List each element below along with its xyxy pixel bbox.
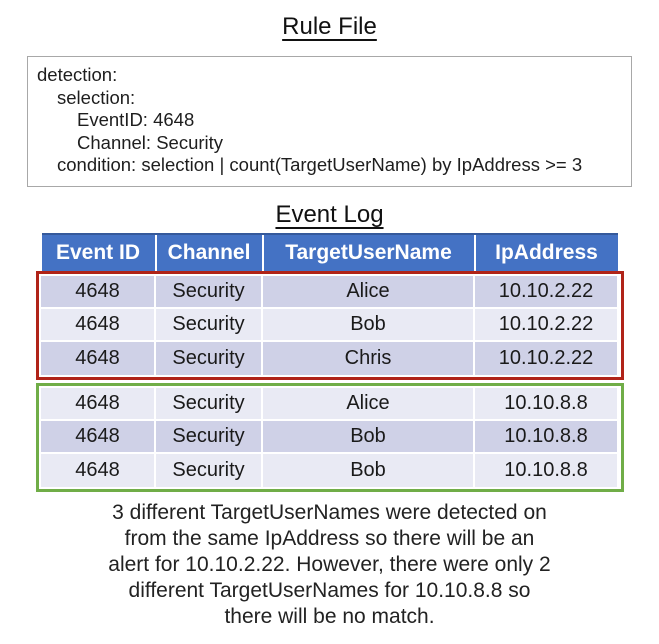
table-cell: Bob [263, 420, 475, 452]
explanation-line: there will be no match. [224, 604, 435, 628]
event-log-title-text: Event Log [275, 200, 384, 228]
rule-code-line: detection: [37, 64, 118, 85]
table-cell: Bob [263, 308, 475, 340]
explanation-line: different TargetUserNames for 10.10.8.8 … [128, 578, 531, 602]
table-cell: Security [156, 275, 263, 307]
table-cell: 10.10.2.22 [475, 308, 617, 340]
explanation-line: alert for 10.10.2.22. However, there wer… [108, 552, 551, 576]
table-cell: Alice [263, 275, 475, 307]
rule-code-line: condition: selection | count(TargetUserN… [57, 154, 583, 175]
rule-file-title: Rule File [0, 0, 659, 42]
rule-file-title-text: Rule File [282, 13, 377, 40]
table-cell: Security [156, 308, 263, 340]
table-cell: Security [156, 453, 263, 487]
table-cell: 10.10.2.22 [475, 341, 617, 375]
table-cell: Chris [263, 341, 475, 375]
table-cell: 4648 [41, 308, 156, 340]
explanation-line: 3 different TargetUserNames were detecte… [112, 500, 547, 524]
column-header: Channel [157, 234, 264, 271]
table-cell: Bob [263, 453, 475, 487]
rule-code-line: selection: [57, 86, 136, 108]
rule-code-line: EventID: 4648 [77, 109, 195, 130]
table-cell: Security [156, 341, 263, 375]
column-header: IpAddress [495, 240, 598, 264]
table-cell: Security [156, 420, 263, 452]
table-cell: 4648 [41, 453, 156, 487]
table-cell: 4648 [41, 387, 156, 419]
table-cell: 4648 [41, 275, 156, 307]
column-header: Event ID [42, 234, 157, 271]
table-cell: 10.10.8.8 [475, 453, 617, 487]
table-cell: Alice [263, 387, 475, 419]
table-cell: 10.10.8.8 [475, 420, 617, 452]
rule-code-line: Channel: Security [77, 131, 224, 153]
column-header: TargetUserName [264, 234, 476, 271]
table-cell: 4648 [41, 420, 156, 452]
table-cell: 10.10.8.8 [475, 387, 617, 419]
explanation-line: from the same IpAddress so there will be… [124, 526, 535, 550]
event-log-title: Event Log [0, 187, 659, 230]
table-cell: 4648 [41, 341, 156, 375]
table-cell: Security [156, 387, 263, 419]
table-cell: 10.10.2.22 [475, 275, 617, 307]
explanation-text: 3 different TargetUserNames were detecte… [0, 500, 659, 630]
